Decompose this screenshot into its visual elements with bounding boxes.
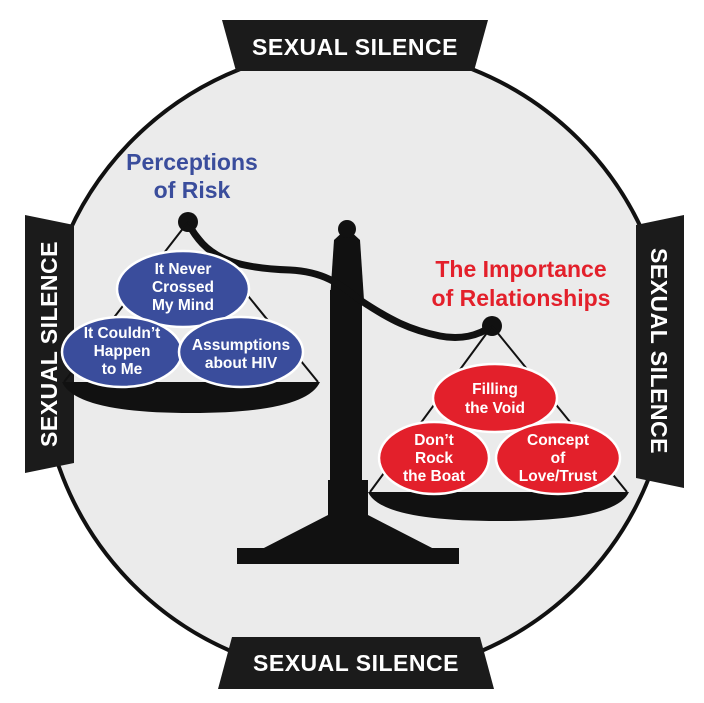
bubble-couldnt-happen-line2: Happen [94,343,151,360]
banner-top: SEXUAL SILENCE [222,20,488,71]
bubble-never-crossed-line2: Crossed [152,279,214,296]
bubble-concept-love-line3: Love/Trust [519,468,597,485]
bubble-dont-rock-line1: Don’t [414,432,454,449]
scale-stand [237,220,459,564]
bubble-dont-rock-line2: Rock [415,450,453,467]
left-pan-dish [62,382,320,413]
left-title-line1: Perceptions [126,149,258,175]
right-pan-dish [368,492,629,521]
bubble-filling-void-line2: the Void [465,400,525,417]
right-title-line2: of Relationships [432,285,611,311]
bubble-dont-rock [377,420,491,496]
bubble-concept-love-line1: Concept [527,432,589,449]
banner-bottom-text: SEXUAL SILENCE [253,650,459,676]
banner-left-text: SEXUAL SILENCE [36,241,62,447]
bubble-concept-love-line2: of [551,450,566,467]
left-title-line2: of Risk [154,177,231,203]
left-pan: It Never Crossed My Mind It Couldn’t Hap… [60,212,320,413]
banner-top-text: SEXUAL SILENCE [252,34,458,60]
banner-right-text: SEXUAL SILENCE [646,248,672,454]
right-title-line1: The Importance [435,256,606,282]
bubble-never-crossed-line3: My Mind [152,297,214,314]
bubble-assumptions-hiv-line1: Assumptions [192,337,290,354]
bubble-filling-void-line1: Filling [472,381,518,398]
bubble-never-crossed [115,249,251,329]
bubble-concept-love [494,420,622,496]
banner-right: SEXUAL SILENCE [636,215,684,488]
bubble-never-crossed-line1: It Never [155,261,212,278]
bubble-couldnt-happen-line1: It Couldn’t [84,325,161,342]
bubble-assumptions-hiv-line2: about HIV [205,355,278,372]
bubble-assumptions-hiv [177,315,305,389]
bubble-dont-rock-line3: the Boat [403,468,465,485]
right-pan: Filling the Void Don’t Rock the Boat Con… [368,316,629,521]
banner-left: SEXUAL SILENCE [25,215,74,473]
banner-bottom: SEXUAL SILENCE [218,637,494,689]
bubble-filling-void [431,362,559,434]
bubble-couldnt-happen-line3: to Me [102,361,143,378]
